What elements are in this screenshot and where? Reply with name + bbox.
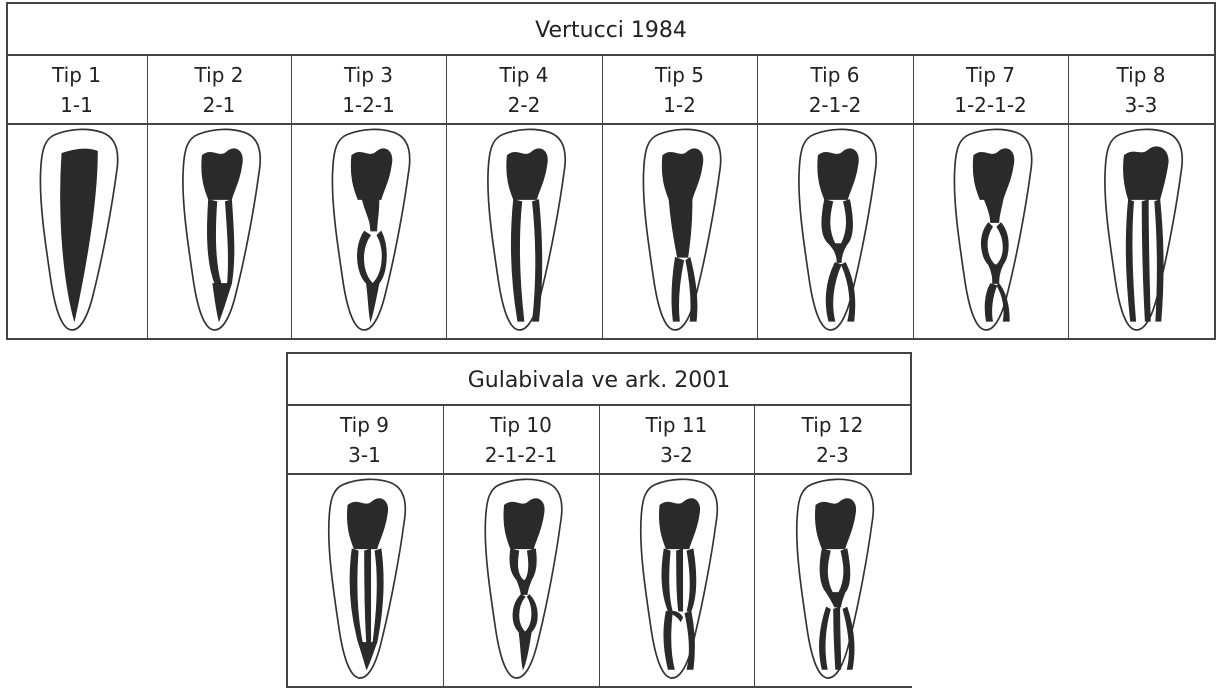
tooth-canal-drawing <box>757 126 913 336</box>
canal-config: 2-1-2-1 <box>443 440 599 470</box>
tooth-illustration <box>602 126 757 336</box>
tooth-canal-drawing <box>147 126 291 336</box>
canal-config: 3-3 <box>1068 90 1214 120</box>
type-header: Tip 9 3-1 <box>286 410 443 470</box>
tooth-canal-drawing <box>286 476 443 684</box>
type-label: Tip 11 <box>599 410 754 440</box>
type-label: Tip 2 <box>147 60 291 90</box>
tooth-illustration <box>1068 126 1214 336</box>
canal-config: 1-1 <box>6 90 147 120</box>
type-header: Tip 1 1-1 <box>6 60 147 120</box>
top-table-border-bottom <box>6 338 1216 340</box>
type-header: Tip 5 1-2 <box>602 60 757 120</box>
type-label: Tip 9 <box>286 410 443 440</box>
tooth-illustration <box>446 126 602 336</box>
type-label: Tip 8 <box>1068 60 1214 90</box>
canal-config: 2-1-2 <box>757 90 913 120</box>
type-label: Tip 10 <box>443 410 599 440</box>
tooth-illustration <box>754 476 911 684</box>
tooth-canal-drawing <box>6 126 147 336</box>
tooth-illustration <box>291 126 446 336</box>
bottom-table-title: Gulabivala ve ark. 2001 <box>286 368 912 394</box>
type-label: Tip 5 <box>602 60 757 90</box>
canal-config: 2-3 <box>754 440 911 470</box>
tooth-canal-drawing <box>599 476 754 684</box>
canal-config: 2-2 <box>446 90 602 120</box>
tooth-illustration <box>286 476 443 684</box>
type-label: Tip 3 <box>291 60 446 90</box>
type-header: Tip 7 1-2-1-2 <box>913 60 1068 120</box>
top-table-border-right <box>1214 2 1216 339</box>
type-header: Tip 12 2-3 <box>754 410 911 470</box>
type-header: Tip 3 1-2-1 <box>291 60 446 120</box>
tooth-canal-drawing <box>602 126 757 336</box>
type-label: Tip 7 <box>913 60 1068 90</box>
top-table-title: Vertucci 1984 <box>6 18 1216 44</box>
tooth-canal-drawing <box>446 126 602 336</box>
tooth-canal-drawing <box>754 476 911 684</box>
tooth-illustration <box>913 126 1068 336</box>
type-label: Tip 12 <box>754 410 911 440</box>
type-label: Tip 6 <box>757 60 913 90</box>
top-table-border-top <box>6 2 1216 4</box>
type-header: Tip 11 3-2 <box>599 410 754 470</box>
tooth-illustration <box>443 476 599 684</box>
type-header: Tip 10 2-1-2-1 <box>443 410 599 470</box>
tooth-canal-drawing <box>291 126 446 336</box>
tooth-canal-drawing <box>1068 126 1214 336</box>
type-header: Tip 4 2-2 <box>446 60 602 120</box>
type-header: Tip 2 2-1 <box>147 60 291 120</box>
canal-config: 3-1 <box>286 440 443 470</box>
tooth-canal-drawing <box>913 126 1068 336</box>
tooth-illustration <box>147 126 291 336</box>
tooth-canal-drawing <box>443 476 599 684</box>
type-header: Tip 6 2-1-2 <box>757 60 913 120</box>
bottom-table-border-top <box>286 352 912 354</box>
top-table-header-divider <box>6 123 1216 125</box>
type-label: Tip 4 <box>446 60 602 90</box>
top-table-title-divider <box>6 54 1216 56</box>
tooth-illustration <box>599 476 754 684</box>
type-header: Tip 8 3-3 <box>1068 60 1214 120</box>
tooth-illustration <box>6 126 147 336</box>
canal-config: 1-2-1 <box>291 90 446 120</box>
type-label: Tip 1 <box>6 60 147 90</box>
canal-config: 1-2 <box>602 90 757 120</box>
canal-config: 2-1 <box>147 90 291 120</box>
canal-config: 3-2 <box>599 440 754 470</box>
tooth-illustration <box>757 126 913 336</box>
canal-config: 1-2-1-2 <box>913 90 1068 120</box>
